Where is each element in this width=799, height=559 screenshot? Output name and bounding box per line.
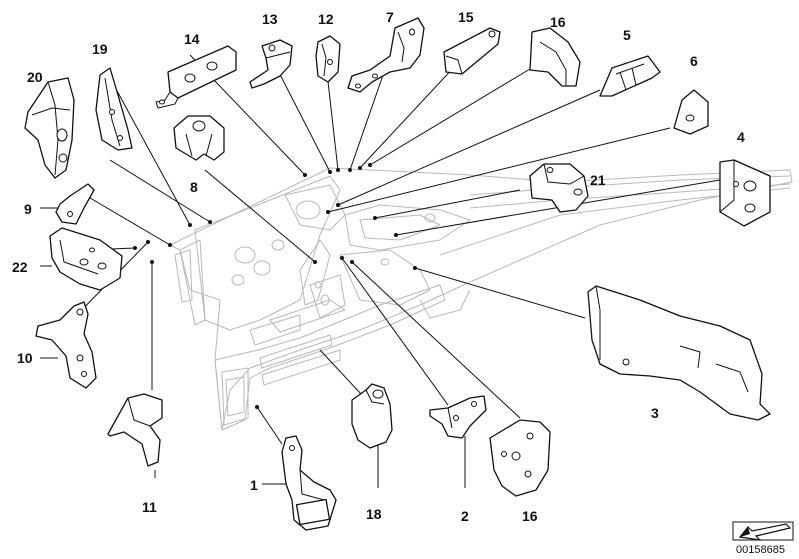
part-label-16-top: 16	[550, 14, 566, 30]
part-5-bracket	[599, 55, 661, 97]
attachment-dots	[133, 163, 417, 409]
part-20-bracket	[24, 77, 75, 179]
part-7-bracket	[347, 17, 425, 93]
arrow-head-icon	[740, 527, 750, 537]
part-label-10: 10	[17, 350, 33, 366]
part-label-4: 4	[737, 129, 745, 145]
part-18-mount	[351, 383, 393, 449]
part-4-bracket	[719, 159, 771, 227]
part-16-top-bracket	[529, 27, 581, 87]
part-8-mount	[173, 115, 225, 161]
part-label-9: 9	[24, 201, 32, 217]
part-label-21: 21	[590, 172, 606, 188]
part-12-bracket	[315, 35, 341, 83]
part-label-22: 22	[12, 259, 28, 275]
part-label-16-bottom: 16	[522, 508, 538, 524]
arrow-icon	[738, 523, 792, 541]
reference-block: 00158685	[732, 521, 794, 556]
part-number-labels: 14 13 12 7 15 16 5 6 4 21 19 20 8 9 22 1…	[12, 9, 745, 524]
part-9-bracket	[55, 183, 95, 225]
part-label-6: 6	[690, 53, 698, 69]
part-13-bracket	[249, 39, 293, 89]
part-label-1: 1	[250, 477, 258, 493]
reference-number: 00158685	[736, 544, 785, 556]
part-15-bracket	[443, 27, 501, 75]
part-3-panel	[587, 285, 771, 421]
part-label-7: 7	[386, 9, 394, 25]
part-label-19: 19	[92, 41, 108, 57]
part-22-bracket	[49, 227, 123, 291]
part-label-14: 14	[184, 31, 200, 47]
part-label-5: 5	[623, 27, 631, 43]
part-1-bracket	[281, 435, 337, 531]
part-2-bracket	[429, 395, 487, 439]
part-label-8: 8	[190, 179, 198, 195]
part-label-18: 18	[366, 506, 382, 522]
part-label-15: 15	[458, 9, 474, 25]
part-6-bracket	[673, 89, 709, 135]
leader-lines	[40, 49, 746, 488]
part-19-bracket	[95, 67, 133, 151]
part-10-bracket	[35, 301, 97, 389]
part-label-11: 11	[142, 499, 157, 515]
part-label-2: 2	[461, 508, 469, 524]
part-label-20: 20	[27, 69, 43, 85]
part-label-13: 13	[262, 11, 278, 27]
part-14-bracket	[155, 45, 237, 109]
part-16-bottom-bracket	[489, 419, 551, 497]
part-label-12: 12	[318, 11, 334, 27]
part-21-mount	[529, 163, 589, 213]
part-11-bracket	[107, 393, 163, 467]
part-label-3: 3	[651, 405, 659, 421]
